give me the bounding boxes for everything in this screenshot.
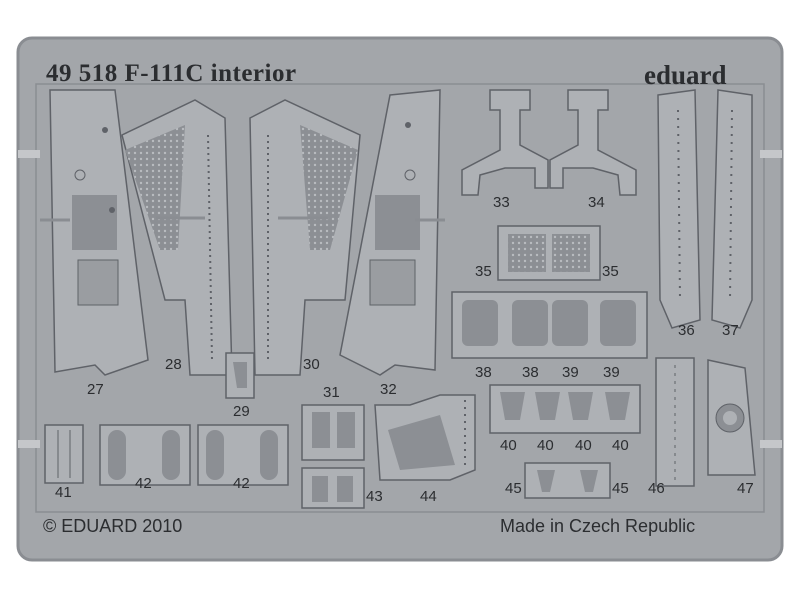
part-label-32: 32	[380, 381, 397, 398]
brand-logo-text: eduard	[644, 60, 727, 90]
part-28-left-panel	[121, 99, 233, 376]
part-label-42-a: 42	[135, 475, 152, 492]
part-label-40-b: 40	[537, 437, 554, 454]
fret-inner-frame	[35, 83, 765, 513]
part-label-40-a: 40	[500, 437, 517, 454]
part-label-33: 33	[493, 194, 510, 211]
part-label-34: 34	[588, 194, 605, 211]
part-41	[44, 424, 84, 484]
copyright-text: © EDUARD 2010	[43, 516, 183, 536]
part-label-29: 29	[233, 403, 250, 420]
part-34	[549, 89, 637, 196]
fret-tab-right-1	[760, 150, 782, 158]
part-label-45-a: 45	[505, 480, 522, 497]
part-label-39-b: 39	[603, 364, 620, 381]
part-label-27: 27	[87, 381, 104, 398]
part-31	[301, 404, 365, 461]
part-label-38-a: 38	[475, 364, 492, 381]
part-42-a	[99, 424, 191, 486]
part-44	[374, 394, 476, 481]
part-45	[524, 462, 611, 499]
part-29	[225, 352, 255, 399]
part-label-39-a: 39	[562, 364, 579, 381]
part-label-42-b: 42	[233, 475, 250, 492]
part-label-47: 47	[737, 480, 754, 497]
part-label-43: 43	[366, 488, 383, 505]
part-35	[497, 225, 601, 281]
part-label-46: 46	[648, 480, 665, 497]
part-label-35-right: 35	[602, 263, 619, 280]
fret-tab-left-2	[18, 440, 40, 448]
fret-tab-right-2	[760, 440, 782, 448]
part-33	[461, 89, 549, 196]
fret-tab-left-1	[18, 150, 40, 158]
part-label-31: 31	[323, 384, 340, 401]
part-37	[711, 89, 753, 329]
part-label-44: 44	[420, 488, 437, 505]
part-label-28: 28	[165, 356, 182, 373]
part-42-b	[197, 424, 289, 486]
part-43	[301, 467, 365, 509]
part-label-45-b: 45	[612, 480, 629, 497]
part-label-40-d: 40	[612, 437, 629, 454]
part-30-right-panel	[249, 99, 361, 376]
part-32-right-console	[339, 89, 445, 376]
part-label-41: 41	[55, 484, 72, 501]
made-in-text: Made in Czech Republic	[500, 516, 696, 536]
part-36	[657, 89, 701, 329]
part-38-39-row	[451, 291, 648, 359]
part-label-35-left: 35	[475, 263, 492, 280]
part-27-left-console	[40, 89, 149, 376]
part-label-40-c: 40	[575, 437, 592, 454]
part-40-row	[489, 384, 641, 434]
part-label-38-b: 38	[522, 364, 539, 381]
part-46	[655, 357, 695, 487]
sheet-title: 49 518 F-111C interior	[46, 60, 297, 87]
part-47	[707, 359, 756, 476]
part-label-37: 37	[722, 322, 739, 339]
part-label-30: 30	[303, 356, 320, 373]
part-label-36: 36	[678, 322, 695, 339]
